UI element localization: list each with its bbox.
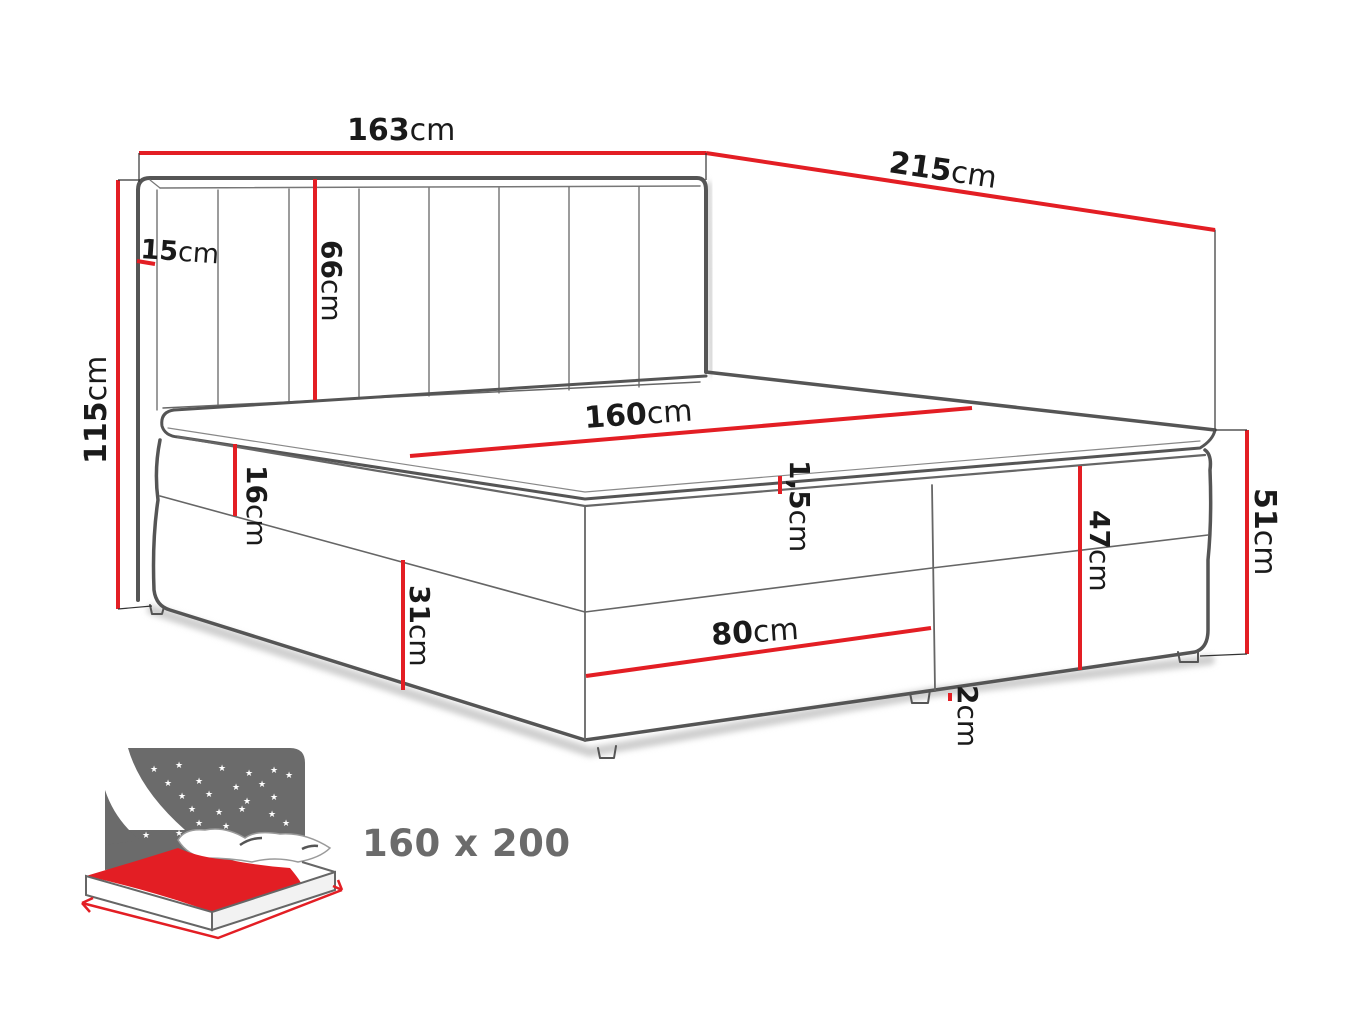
label-total-length: 215cm [887, 145, 999, 196]
base-box [149, 438, 1213, 759]
label-topper-height: 16cm [240, 465, 273, 547]
dimension-labels: 163cm 215cm 115cm 15cm 66cm 160cm 16cm 1… [79, 113, 1282, 747]
label-drawer-width: 80cm [710, 612, 800, 653]
svg-text:★: ★ [160, 818, 168, 828]
svg-text:★: ★ [150, 804, 158, 814]
svg-text:★: ★ [175, 829, 183, 839]
label-total-width: 163cm [347, 113, 455, 148]
label-headboard-thickness: 15cm [140, 234, 221, 270]
svg-text:★: ★ [142, 831, 150, 841]
svg-text:★: ★ [243, 797, 251, 807]
headboard [136, 176, 1217, 602]
stars: ★★★ ★★★ ★★★ ★★★ ★★★ ★★★ ★★★ ★★★ ★★ [140, 761, 293, 841]
bed-night-icon: ★★★ ★★★ ★★★ ★★★ ★★★ ★★★ ★★★ ★★★ ★★ [81, 748, 344, 940]
svg-text:★: ★ [245, 769, 253, 779]
svg-text:★: ★ [270, 793, 278, 803]
svg-text:★: ★ [268, 810, 276, 820]
label-base-height: 31cm [403, 585, 436, 667]
label-bed-height: 51cm [1247, 488, 1282, 575]
svg-text:★: ★ [175, 761, 183, 771]
svg-text:★: ★ [238, 805, 246, 815]
bed-outline [136, 176, 1217, 759]
svg-text:★: ★ [188, 805, 196, 815]
svg-text:★: ★ [205, 790, 213, 800]
svg-text:★: ★ [195, 777, 203, 787]
label-leg-height: 2cm [951, 685, 984, 747]
svg-text:★: ★ [282, 819, 290, 829]
svg-text:★: ★ [150, 765, 158, 775]
label-total-height: 115cm [79, 356, 114, 464]
mattress-size-label: 160 x 200 [362, 822, 571, 865]
svg-text:★: ★ [285, 771, 293, 781]
svg-text:★: ★ [218, 764, 226, 774]
label-topper-gap: 1,5cm [783, 460, 816, 552]
svg-text:★: ★ [222, 822, 230, 832]
label-mattress-width: 160cm [583, 394, 694, 436]
svg-text:★: ★ [164, 779, 172, 789]
dimension-lines [116, 151, 1249, 701]
svg-text:★: ★ [232, 783, 240, 793]
svg-text:★: ★ [270, 766, 278, 776]
svg-text:★: ★ [195, 819, 203, 829]
label-headboard-height: 66cm [315, 240, 348, 322]
svg-text:★: ★ [215, 808, 223, 818]
svg-text:★: ★ [258, 780, 266, 790]
svg-text:★: ★ [178, 792, 186, 802]
extension-lines [117, 153, 1248, 657]
svg-text:★: ★ [140, 791, 148, 801]
label-sleeping-height: 47cm [1083, 510, 1116, 592]
